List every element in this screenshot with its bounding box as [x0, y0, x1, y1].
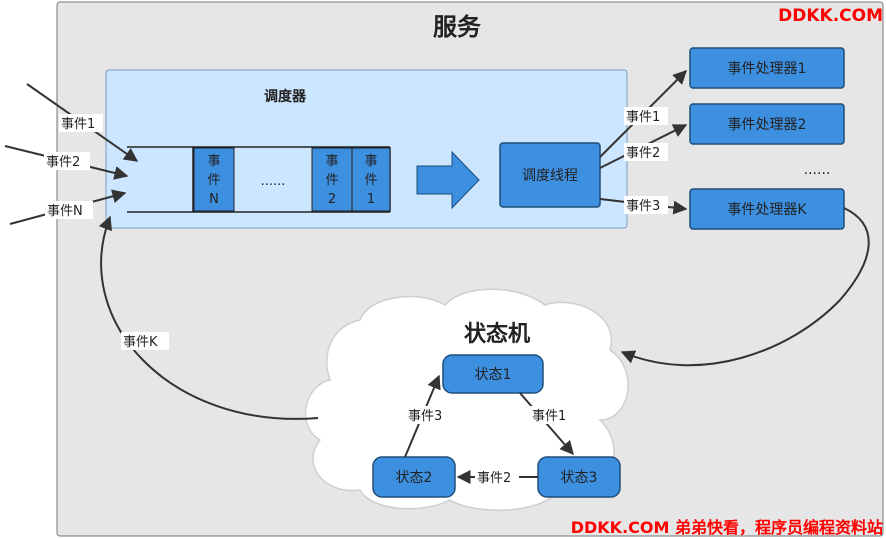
queue-cell-2-l2: 件	[325, 173, 338, 188]
feedback-label: 事件K	[123, 335, 158, 350]
dispatcher-node	[499, 142, 601, 208]
handlers: 事件处理器1 事件处理器2 事件处理器K ......	[689, 47, 845, 230]
state-machine-title: 状态机	[464, 321, 530, 347]
watermark-top: DDKK.COM	[778, 6, 883, 26]
queue-cell-1-l2: 件	[364, 173, 377, 188]
handler-to-statemachine-edge	[620, 207, 870, 367]
dispatch-label-1: 事件1	[626, 110, 660, 125]
feedback-edge	[98, 215, 319, 420]
transition-label-2: 事件2	[477, 471, 511, 486]
state-1-node	[442, 354, 544, 394]
transition-label-1: 事件1	[532, 409, 566, 424]
service-title: 服务	[433, 13, 482, 41]
state-2-node	[372, 456, 456, 498]
watermark-bottom: DDKK.COM 弟弟快看，程序员编程资料站	[571, 518, 883, 537]
handler-1-label: 事件处理器1	[728, 61, 807, 77]
queue-cell-n-l3: N	[209, 192, 219, 207]
queue-cell-2	[311, 147, 353, 212]
transition-label-3: 事件3	[408, 409, 442, 424]
queue-cell-1-l1: 事	[364, 154, 377, 169]
incoming-label-2: 事件2	[46, 155, 80, 170]
handler-1-node	[689, 47, 845, 89]
handler-2-label: 事件处理器2	[728, 117, 807, 133]
dispatch-label-3: 事件3	[626, 199, 660, 214]
queue-cell-2-l3: 2	[328, 192, 336, 207]
dispatcher-label: 调度线程	[522, 168, 578, 184]
state-3-label: 状态3	[561, 470, 598, 486]
state-2-label: 状态2	[396, 470, 433, 486]
handler-2-node	[689, 103, 845, 145]
queue-cell-n	[193, 147, 235, 212]
queue-cell-n-l1: 事	[207, 154, 220, 169]
handlers-ellipsis: ......	[804, 162, 831, 178]
queue-ellipsis: ......	[261, 174, 286, 189]
incoming-label-n: 事件N	[47, 204, 83, 219]
queue-cell-1-l3: 1	[367, 192, 375, 207]
incoming-label-1: 事件1	[61, 117, 95, 132]
queue-to-dispatcher-arrow	[416, 150, 480, 210]
dispatch-label-2: 事件2	[626, 146, 660, 161]
queue-cell-n-l2: 件	[207, 173, 220, 188]
queue-cell-1	[351, 147, 391, 212]
state-1-label: 状态1	[475, 367, 512, 383]
handler-k-label: 事件处理器K	[727, 202, 807, 218]
event-queue: 事 件 N ...... 事 件 2 事 件 1	[127, 146, 391, 213]
queue-cell-2-l1: 事	[325, 154, 338, 169]
scheduler-title: 调度器	[264, 88, 307, 105]
